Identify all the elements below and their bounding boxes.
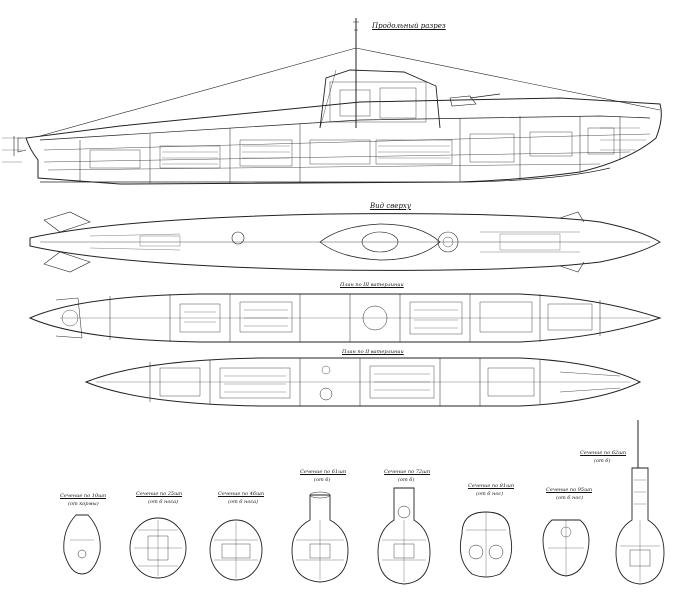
section-note: (от 6) <box>314 477 331 483</box>
profile-view <box>2 18 662 185</box>
deck-plan-upper-title: План по III ватерлинии <box>340 282 404 288</box>
section-label: Сечение по 46шп <box>218 491 265 497</box>
section-label: Сечение по 10шп <box>60 493 107 499</box>
deck-plan-upper <box>28 293 662 343</box>
deck-plan-lower <box>84 357 642 407</box>
section-note: (от 6 носа) <box>228 499 259 505</box>
section-note: (от кормы) <box>68 501 99 507</box>
cross-sections <box>63 420 665 585</box>
section-note: (от 6) <box>398 477 415 483</box>
section-label: Сечение по 95шп <box>546 487 593 493</box>
top-view <box>29 211 661 273</box>
section-label: Сечение по 72шп <box>384 469 431 475</box>
top-view-title: Вид сверху <box>370 202 411 210</box>
section-label: Сечение по 62шп <box>580 450 627 456</box>
deck-plan-lower-title: План по II ватерлинии <box>342 349 404 355</box>
section-note: (от 6 носа) <box>148 499 179 505</box>
section-label: Сечение по 25шп <box>136 491 183 497</box>
section-label: Сечение по 81шп <box>468 483 515 489</box>
profile-view-title: Продольный разрез <box>372 22 446 30</box>
section-note: (от 6 нос) <box>556 495 584 501</box>
section-label: Сечение по 61шп <box>300 469 347 475</box>
section-note: (от 6) <box>594 458 611 464</box>
section-note: (от 6 нос) <box>476 491 504 497</box>
